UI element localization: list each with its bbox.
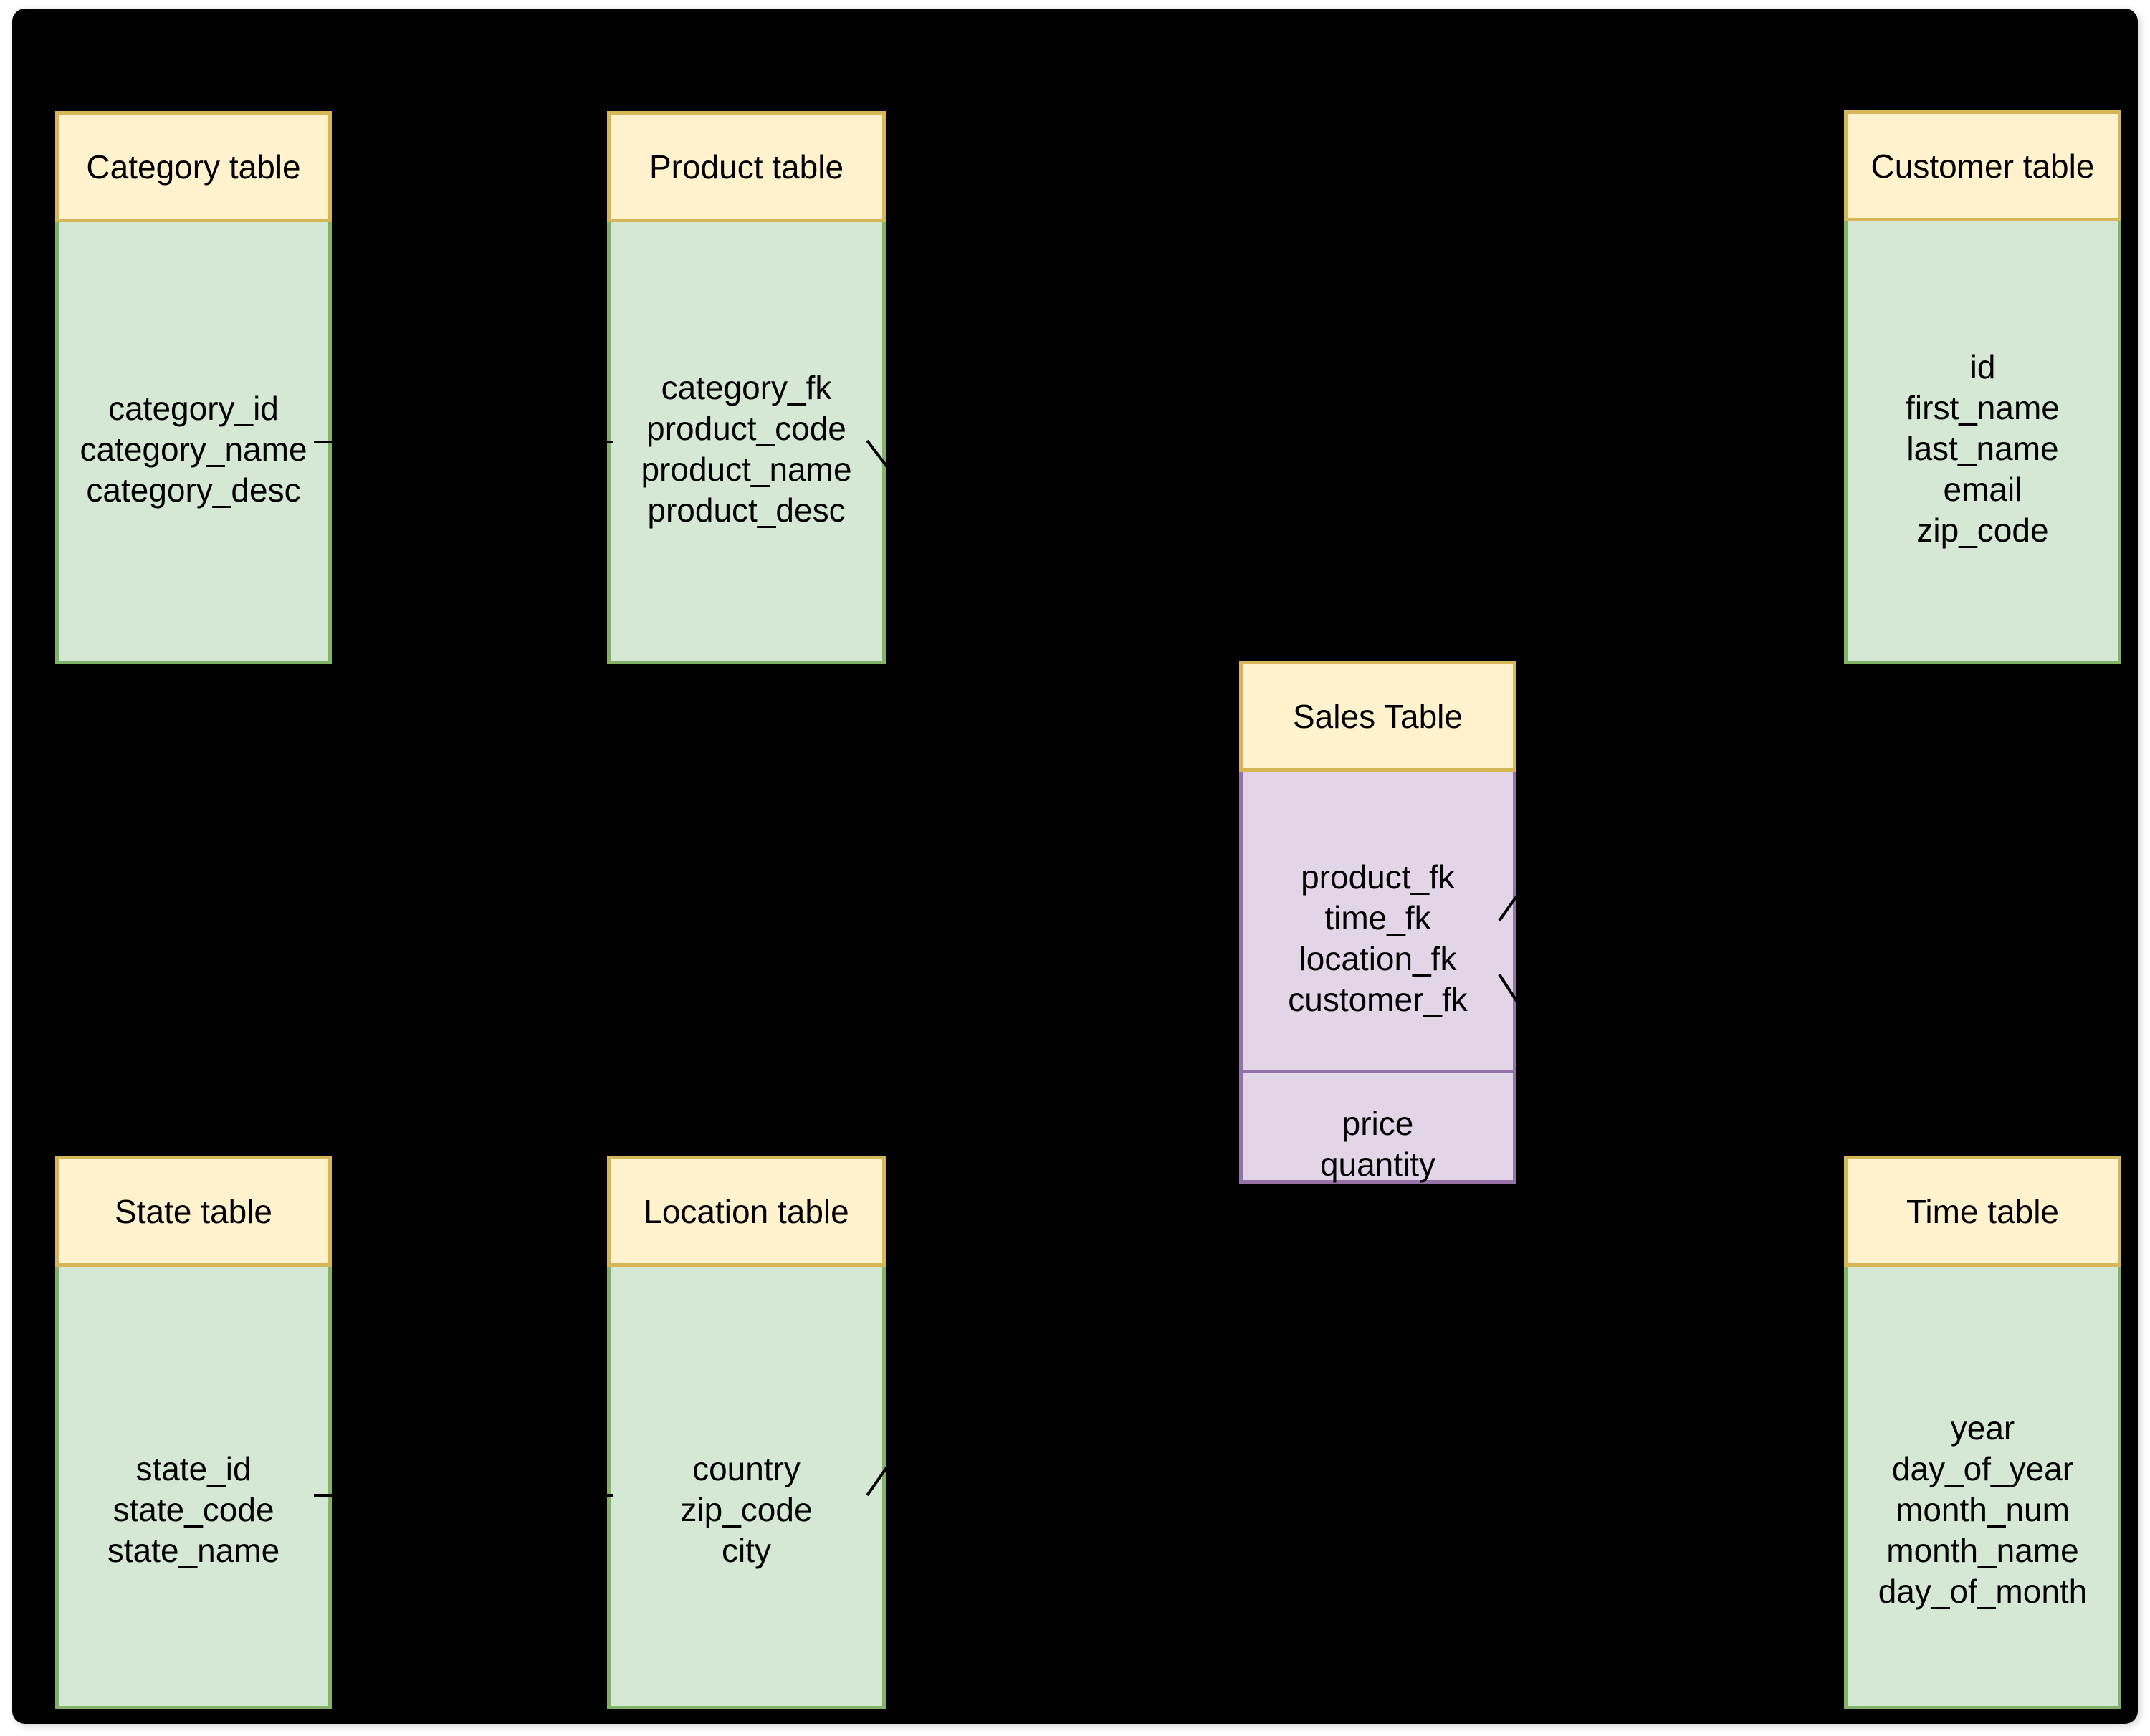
category-table-fields: category_id category_name category_desc (55, 222, 332, 664)
field-city: city (722, 1532, 771, 1569)
field-category-desc: category_desc (86, 471, 301, 509)
field-time-fk: time_fk (1324, 899, 1431, 936)
field-state-name: state_name (107, 1532, 280, 1569)
state-table-fields: state_id state_code state_name (55, 1267, 332, 1709)
product-table: Product table category_fk product_code p… (607, 111, 886, 664)
sales-table-foreign-keys: product_fk time_fk location_fk customer_… (1239, 772, 1516, 1073)
field-email: email (1943, 471, 2022, 508)
product-table-header: Product table (607, 111, 886, 222)
field-customer-fk: customer_fk (1288, 981, 1468, 1018)
field-zip-code: zip_code (1916, 512, 2049, 549)
customer-table: Customer table id first_name last_name e… (1844, 110, 2121, 664)
field-year: year (1950, 1409, 2015, 1447)
product-table-fields: category_fk product_code product_name pr… (607, 222, 886, 664)
sales-table-header: Sales Table (1239, 661, 1516, 772)
category-table: Category table category_id category_name… (55, 111, 332, 664)
state-table-header: State table (55, 1156, 332, 1267)
field-last-name: last_name (1906, 430, 2059, 467)
sales-table: Sales Table product_fk time_fk location_… (1239, 661, 1516, 1184)
category-table-title: Category table (86, 148, 301, 186)
state-table-title: State table (115, 1192, 272, 1230)
location-table-fields: country zip_code city (607, 1267, 886, 1709)
location-table: Location table country zip_code city (607, 1156, 886, 1709)
time-table: Time table year day_of_year month_num mo… (1844, 1156, 2121, 1709)
field-country: country (692, 1450, 801, 1487)
customer-table-fields: id first_name last_name email zip_code (1844, 221, 2121, 664)
category-table-header: Category table (55, 111, 332, 222)
field-state-code: state_code (113, 1491, 274, 1528)
field-quantity: quantity (1319, 1146, 1436, 1183)
field-category-id: category_id (108, 389, 279, 427)
field-zip-code-location: zip_code (680, 1491, 813, 1528)
field-category-fk: category_fk (661, 369, 832, 406)
field-state-id: state_id (135, 1450, 252, 1487)
time-table-header: Time table (1844, 1156, 2121, 1267)
field-product-code: product_code (646, 410, 846, 447)
field-month-name: month_name (1886, 1532, 2079, 1569)
field-price: price (1342, 1105, 1414, 1142)
customer-table-title: Customer table (1870, 147, 2095, 185)
state-table: State table state_id state_code state_na… (55, 1156, 332, 1709)
location-table-header: Location table (607, 1156, 886, 1267)
diagram-canvas: Category table category_id category_name… (12, 9, 2138, 1724)
field-day-of-month: day_of_month (1878, 1573, 2088, 1610)
field-month-num: month_num (1896, 1491, 2070, 1528)
sales-table-measures: price quantity (1239, 1073, 1516, 1184)
field-product-name: product_name (641, 451, 852, 488)
field-category-name: category_name (80, 430, 307, 468)
location-table-title: Location table (644, 1192, 849, 1230)
field-first-name: first_name (1906, 389, 2060, 426)
product-table-title: Product table (649, 148, 844, 186)
field-id: id (1969, 348, 1996, 385)
sales-table-title: Sales Table (1293, 697, 1463, 735)
time-table-fields: year day_of_year month_num month_name da… (1844, 1267, 2121, 1709)
field-product-fk: product_fk (1301, 858, 1455, 896)
field-day-of-year: day_of_year (1891, 1450, 2074, 1487)
time-table-title: Time table (1906, 1192, 2060, 1230)
field-location-fk: location_fk (1299, 940, 1457, 977)
field-product-desc: product_desc (647, 491, 846, 529)
customer-table-header: Customer table (1844, 110, 2121, 221)
